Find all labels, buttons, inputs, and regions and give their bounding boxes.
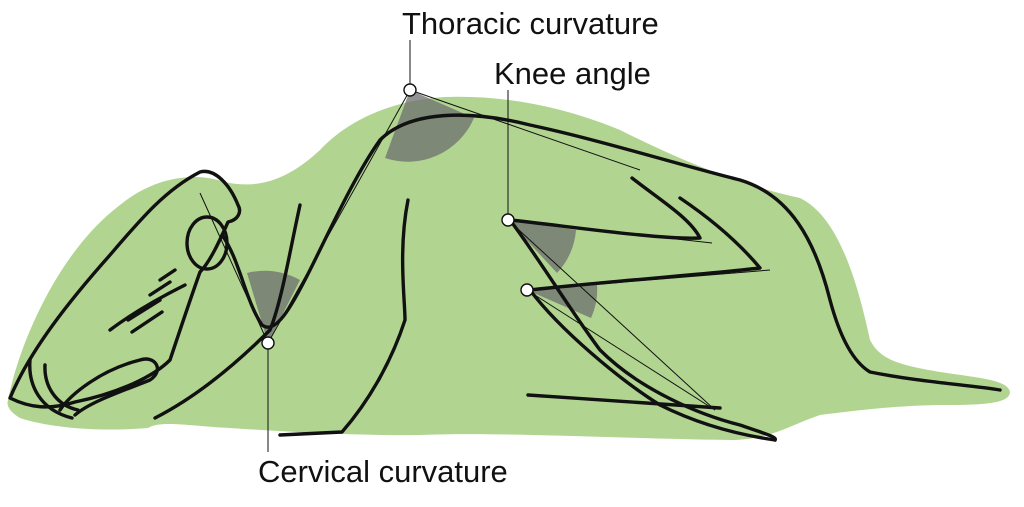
skull-outline [8,169,242,409]
teeth-outline [28,358,74,420]
knee-angle-wedge [508,220,576,273]
thoracic-angle-wedge [385,90,474,162]
cervical-marker [261,336,275,350]
belly-outline [526,393,722,410]
thoracic-marker [403,83,417,97]
rat-outline [8,113,1002,442]
ankle-marker [520,283,534,297]
cervical-angle-wedge [247,270,300,343]
ankle-angle-wedge [527,284,598,318]
jaw-outline [58,357,160,417]
forelimb-rear [278,198,410,437]
knee-marker [501,213,515,227]
teeth-outline-2 [43,363,80,412]
forelimb-outline [153,203,302,420]
knee-angle-label: Knee angle [494,56,651,91]
maxilla-ridge [108,283,187,332]
thigh-outline [508,176,777,442]
cervical-curvature-label: Cervical curvature [258,454,508,489]
spine-outline [220,113,1002,392]
cheek-ridge [126,268,177,334]
body-silhouette [7,96,1010,440]
thoracic-curvature-label: Thoracic curvature [402,6,659,41]
